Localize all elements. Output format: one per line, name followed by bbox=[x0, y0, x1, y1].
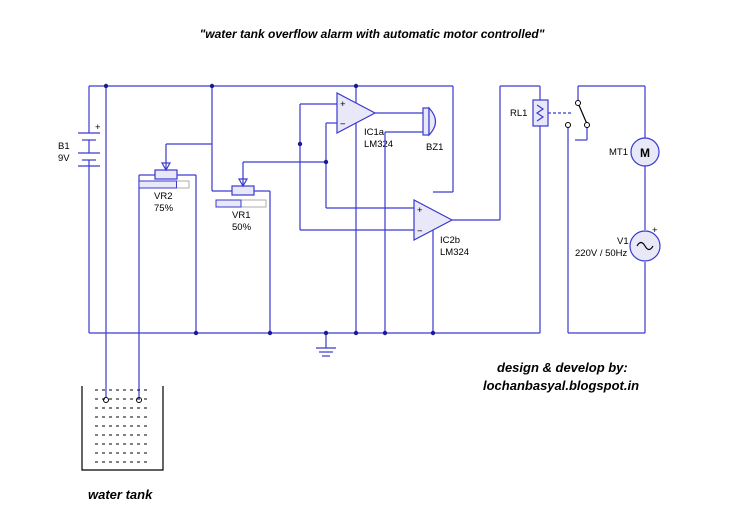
ic2b-ref-label: IC2b bbox=[440, 235, 460, 246]
diagram-title: "water tank overflow alarm with automati… bbox=[200, 27, 545, 41]
ic2b-plus-sign: + bbox=[417, 205, 423, 216]
water-tank-label: water tank bbox=[88, 487, 153, 502]
ic1a-plus-sign: + bbox=[340, 99, 346, 110]
switch-contact-no bbox=[584, 122, 590, 128]
potentiometer-vr1 bbox=[211, 86, 326, 333]
vr1-ref-label: VR1 bbox=[232, 210, 250, 221]
vr2-value-label: 75% bbox=[154, 203, 174, 214]
ac-source-value-label: 220V / 50Hz bbox=[575, 248, 628, 259]
ac-source-v1 bbox=[629, 230, 661, 262]
battery-ref-label: B1 bbox=[58, 141, 70, 152]
relay-switch-contacts bbox=[567, 85, 645, 333]
vr2-ref-label: VR2 bbox=[154, 191, 172, 202]
ac-source-ref-label: V1 bbox=[617, 236, 629, 247]
battery-b1 bbox=[78, 132, 100, 167]
battery-plus-sign: + bbox=[95, 122, 101, 133]
motor-mt1: M bbox=[630, 137, 660, 167]
probe-tip-right bbox=[136, 397, 142, 403]
credit-line-2: lochanbasyal.blogspot.in bbox=[483, 378, 639, 393]
buzzer-ref-label: BZ1 bbox=[426, 142, 443, 153]
credit-line-1: design & develop by: bbox=[497, 360, 628, 375]
vr1-level-slider[interactable] bbox=[215, 199, 267, 208]
battery-value-label: 9V bbox=[58, 153, 70, 164]
ac-source-plus-sign: + bbox=[652, 225, 658, 236]
switch-contact-nc bbox=[565, 122, 571, 128]
relay-ref-label: RL1 bbox=[510, 108, 527, 119]
junction-dots bbox=[103, 83, 436, 336]
switch-contact-common bbox=[575, 100, 581, 106]
relay-rl1 bbox=[532, 86, 572, 333]
opamp-ic2b bbox=[300, 85, 540, 333]
buzzer-bz1 bbox=[384, 106, 437, 333]
vr2-level-slider[interactable] bbox=[138, 180, 190, 189]
motor-circuit-wires bbox=[568, 86, 646, 334]
ic1a-minus-sign: − bbox=[340, 119, 346, 130]
potentiometer-vr2 bbox=[139, 143, 212, 333]
ic1a-ref-label: IC1a bbox=[364, 127, 385, 138]
vr1-value-label: 50% bbox=[232, 222, 252, 233]
ground-symbol bbox=[316, 347, 336, 357]
water-tank bbox=[81, 386, 164, 471]
supply-rails bbox=[88, 85, 540, 348]
ic1a-value-label: LM324 bbox=[364, 139, 393, 150]
motor-symbol: M bbox=[640, 146, 650, 160]
motor-ref-label: MT1 bbox=[609, 147, 628, 158]
opamp-ic1a bbox=[299, 86, 423, 333]
probe-wires bbox=[105, 86, 140, 398]
ic2b-minus-sign: − bbox=[417, 226, 423, 237]
probe-tip-left bbox=[103, 397, 109, 403]
ic2b-value-label: LM324 bbox=[440, 247, 469, 258]
